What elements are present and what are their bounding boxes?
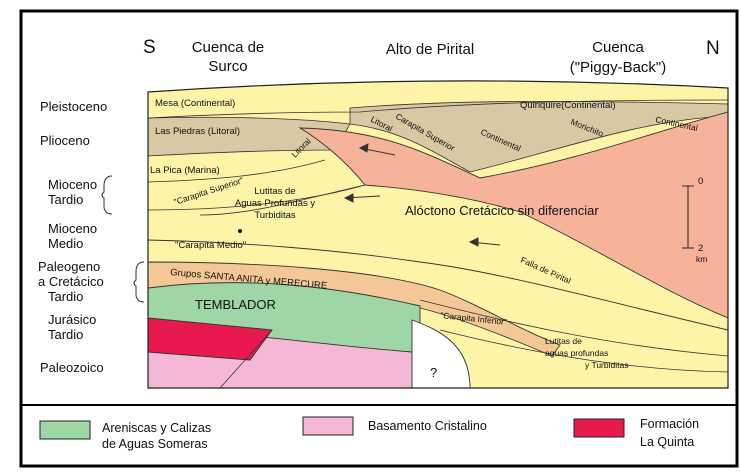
- unit-lutitas-low-2: aguas profundas: [545, 348, 608, 358]
- age-mioceno-medio-2: Medio: [48, 236, 83, 251]
- section-body: [148, 70, 738, 390]
- unit-lutitas-3: Turbiditas: [254, 210, 296, 221]
- age-paleogeno-1: Paleogeno: [38, 259, 100, 274]
- unknown-question-mark: ?: [430, 365, 437, 380]
- cuenca-surco-label-1: Cuenca de: [192, 39, 265, 56]
- legend-swatch-la-quinta: [574, 419, 624, 437]
- age-paleozoico: Paleozoico: [40, 360, 104, 375]
- unit-quiriquire: Quiriquire(Continental): [520, 100, 616, 111]
- age-pleistoceno: Pleistoceno: [40, 99, 107, 114]
- unit-carapita-medio: "Carapita Medio": [175, 240, 246, 251]
- age-paleogeno-2: a Cretácico: [38, 274, 104, 289]
- scale-km: km: [696, 254, 707, 264]
- legend-basamento: Basamento Cristalino: [368, 419, 487, 433]
- cuenca-surco-label-2: Surco: [208, 58, 247, 75]
- unit-mesa: Mesa (Continental): [155, 98, 235, 109]
- age-mioceno-tardio-1: Mioceno: [48, 177, 97, 192]
- unit-lutitas-1: Lutitas de: [254, 186, 295, 197]
- scale-two: 2: [698, 243, 703, 254]
- age-paleogeno-3: Tardio: [48, 289, 83, 304]
- legend-la-quinta-2: La Quinta: [640, 435, 694, 449]
- alto-pirital-label: Alto de Pirital: [386, 41, 474, 58]
- cuenca-piggyback-label-2: ("Piggy-Back"): [570, 59, 667, 76]
- unit-aloctono: Alóctono Cretácico sin diferenciar: [405, 203, 599, 218]
- north-label: N: [706, 38, 720, 59]
- well-marker: [238, 229, 242, 233]
- unit-la-pica: La Pica (Marina): [150, 165, 220, 176]
- unit-las-piedras: Las Piedras (Litoral): [155, 126, 240, 137]
- south-label: S: [143, 37, 156, 58]
- age-jurasico-2: Tardio: [48, 327, 83, 342]
- legend-swatch-areniscas: [40, 421, 90, 439]
- age-mioceno-medio-1: Mioceno: [48, 221, 97, 236]
- age-plioceno: Plioceno: [40, 133, 90, 148]
- legend-swatch-basamento: [303, 417, 353, 435]
- legend-areniscas-2: de Aguas Someras: [102, 437, 208, 451]
- unit-lutitas-2: Aguas Profundas y: [235, 198, 316, 209]
- scale-zero: 0: [698, 176, 703, 187]
- age-jurasico-1: Jurásico: [48, 312, 96, 327]
- unit-lutitas-low-1: Lutitas de: [545, 336, 582, 346]
- cuenca-piggyback-label-1: Cuenca: [592, 39, 644, 56]
- legend-areniscas-1: Areniscas y Calizas: [102, 421, 211, 435]
- legend-la-quinta-1: Formación: [640, 417, 699, 431]
- unit-temblador: TEMBLADOR: [195, 297, 276, 312]
- age-mioceno-tardio-2: Tardio: [48, 192, 83, 207]
- unit-lutitas-low-3: y Turbiditas: [585, 360, 628, 370]
